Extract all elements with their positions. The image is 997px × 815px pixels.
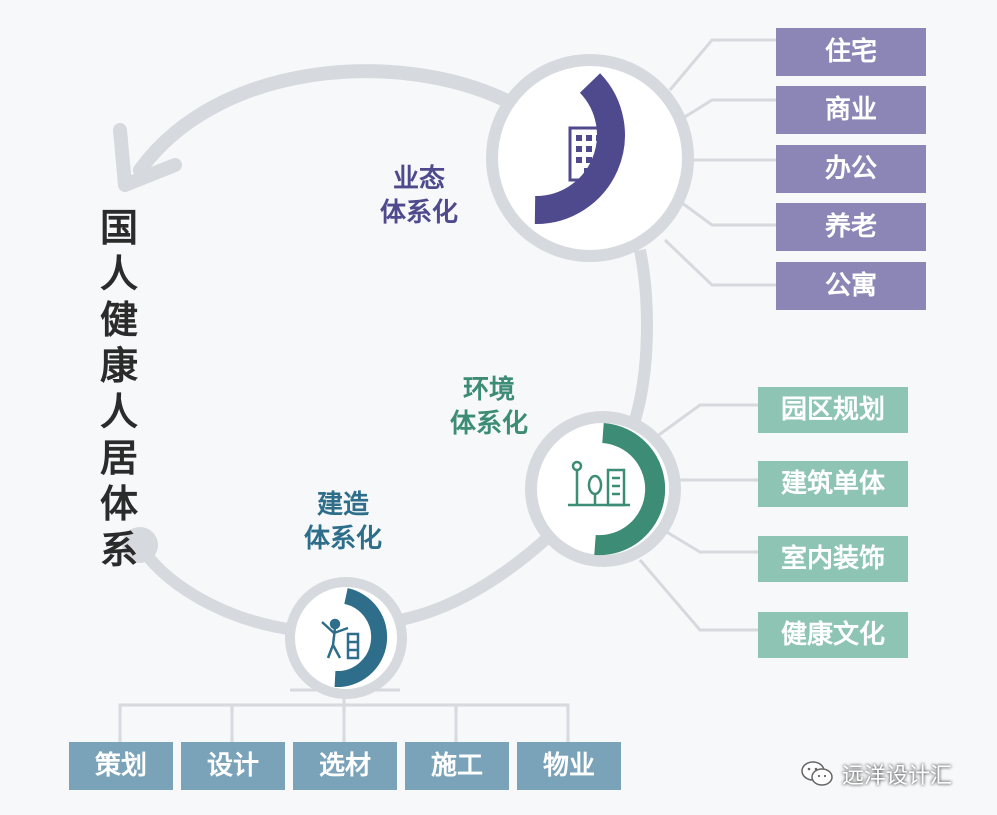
business-node-title: 业态 体系化 [364,162,474,230]
cycle-connector-environment-construction [398,535,549,626]
construction-worker-icon [321,618,360,660]
business-title-line: 体系化 [379,198,458,228]
cycle-connector-construction-start [134,541,296,636]
tag-environment-park-planning: 园区规划 [758,387,908,433]
construction-progress-ring [334,588,388,688]
wechat-icon [801,761,833,786]
landscape-icon [568,460,630,507]
tag-business-residential: 住宅 [776,28,926,76]
tag-business-elderly: 养老 [776,203,926,251]
cycle-arc [133,64,512,177]
business-title-line: 业态 [392,164,445,194]
tag-construction-property: 物业 [517,742,621,790]
environment-title-line: 环境 [462,375,515,405]
environment-node-title: 环境 体系化 [434,373,544,441]
main-title: 国 人 健 康 人 居 体 系 [95,205,143,573]
main-title-char: 康 [99,344,138,388]
environment-node [525,411,681,567]
tag-environment-interior: 室内装饰 [758,536,908,582]
main-title-char: 居 [99,436,138,480]
business-branch-lines [663,38,776,287]
tag-business-commercial: 商业 [776,86,926,134]
construction-title-line: 建造 [316,490,369,520]
environment-title-line: 体系化 [449,409,528,439]
main-title-char: 健 [99,298,138,342]
tag-construction-materials: 选材 [293,742,397,790]
main-title-char: 体 [99,482,138,526]
environment-progress-ring [594,423,666,556]
building-icon [568,126,610,182]
cycle-arrowhead [113,123,182,192]
main-title-char: 人 [99,390,138,434]
main-title-char: 国 [99,206,138,250]
tag-construction-design: 设计 [181,742,285,790]
watermark: 远洋设计汇 [800,754,952,794]
tag-environment-building: 建筑单体 [758,461,908,507]
main-title-char: 人 [99,252,138,296]
business-node [486,54,694,262]
tag-construction-planning: 策划 [69,742,173,790]
cycle-connector-business-environment [629,248,653,422]
tag-business-office: 办公 [776,145,926,193]
business-progress-ring [534,73,625,225]
tag-environment-health-culture: 健康文化 [758,612,908,658]
main-title-char: 系 [99,528,138,572]
watermark-label: 远洋设计汇 [842,764,953,789]
construction-title-line: 体系化 [303,524,382,554]
construction-node-title: 建造 体系化 [288,488,398,556]
tag-business-apartment: 公寓 [776,262,926,310]
construction-node [285,577,407,699]
tag-construction-building: 施工 [405,742,509,790]
cycle-start-dot [122,527,158,563]
